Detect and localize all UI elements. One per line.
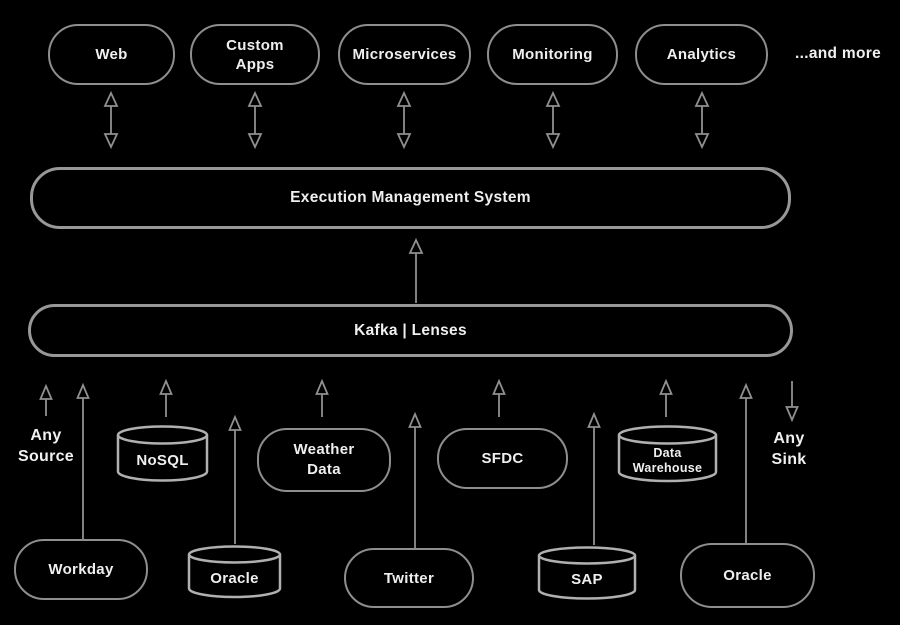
node-sfdc-label: SFDC (481, 450, 524, 467)
ems-label: Execution Management System (290, 189, 531, 206)
arrow-nosql (159, 378, 173, 417)
node-monitoring-label: Monitoring (512, 46, 593, 63)
node-data-warehouse: Data Warehouse (616, 424, 719, 485)
arrow-twitter (408, 411, 422, 548)
node-kafka-lenses: Kafka | Lenses (28, 304, 793, 357)
node-web: Web (48, 24, 175, 85)
node-oracle-bottom: Oracle (186, 544, 283, 600)
node-web-label: Web (95, 46, 128, 63)
node-microservices: Microservices (338, 24, 471, 85)
cylinder-shape (116, 425, 209, 482)
node-oracle-right-label: Oracle (723, 567, 772, 584)
node-custom-apps-label: Custom Apps (226, 36, 284, 73)
double-arrow-analytics (694, 90, 710, 150)
node-execution-management-system: Execution Management System (30, 167, 791, 229)
arrow-oracle-bottom (228, 414, 242, 544)
double-arrow-web (103, 90, 119, 150)
double-arrow-monitoring (545, 90, 561, 150)
node-analytics-label: Analytics (666, 46, 737, 63)
arrow-any-sink (785, 381, 799, 423)
double-arrow-microservices (396, 90, 412, 150)
cylinder-shape (617, 425, 718, 483)
node-oracle-bottom-label: Oracle (210, 569, 259, 587)
any-source-label: Any Source (17, 427, 75, 465)
node-oracle-right: Oracle (680, 543, 815, 608)
arrow-kafka-to-ems (408, 237, 424, 303)
arrow-sfdc (492, 378, 506, 417)
arrow-any-source (39, 383, 53, 416)
node-weather-data: Weather Data (257, 428, 391, 492)
arrow-oracle-right (739, 382, 753, 543)
any-sink-label: Any Sink (771, 430, 807, 468)
node-twitter-label: Twitter (383, 569, 435, 587)
node-analytics: Analytics (635, 24, 768, 85)
arrow-sap (587, 411, 601, 545)
kafka-label: Kafka | Lenses (354, 321, 467, 339)
node-custom-apps: Custom Apps (190, 24, 320, 85)
arrow-data-warehouse (659, 378, 673, 417)
double-arrow-custom-apps (247, 90, 263, 150)
node-microservices-label: Microservices (352, 46, 457, 63)
and-more-label: ...and more (795, 45, 881, 62)
node-sfdc: SFDC (437, 428, 568, 489)
arrow-weather-data (315, 378, 329, 417)
cylinder-shape (187, 545, 282, 599)
node-twitter: Twitter (344, 548, 474, 608)
node-nosql-label: NoSQL (136, 451, 189, 469)
arrow-workday (76, 382, 90, 539)
cylinder-shape (537, 546, 637, 600)
node-monitoring: Monitoring (487, 24, 618, 85)
node-sap: SAP (536, 545, 638, 602)
node-sap-label: SAP (571, 571, 603, 588)
node-data-warehouse-label: Data Warehouse (632, 445, 703, 475)
node-weather-data-label: Weather Data (293, 441, 355, 478)
node-workday-label: Workday (48, 561, 114, 578)
node-workday: Workday (14, 539, 148, 600)
node-nosql: NoSQL (115, 424, 210, 484)
